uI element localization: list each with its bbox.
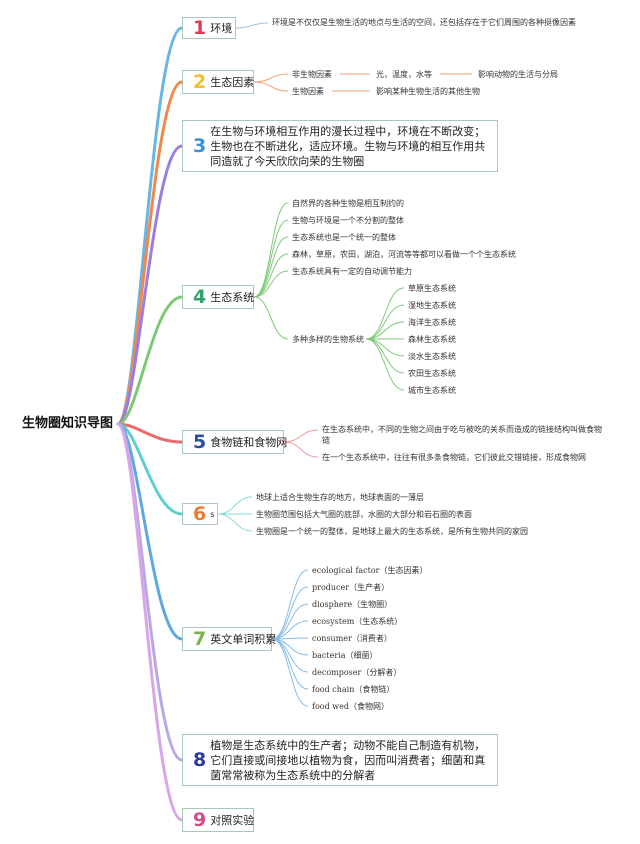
subconnector-vocabulary: [271, 603, 309, 640]
subconnector-ecosystem-types: [365, 304, 405, 340]
abiotic-factors-label: 非生物因素: [292, 70, 332, 79]
ecosystem-type: 草原生态系统: [408, 284, 456, 293]
trunk-connector-6: [116, 422, 184, 516]
environment-description: 环境是不仅仅是生物生活的地点与生活的空间，还包括存在于它们周围的各种挺像因素: [272, 18, 576, 27]
food-web-definition: 在一个生态系统中，往往有很多条食物链，它们彼此交错链接，形成食物网: [322, 453, 586, 462]
food-chain-definition: 在生态系统中，不同的生物之间由于吃与被吃的关系而造成的链接结构叫做食物链: [322, 425, 602, 445]
ecosystem-fact: 森林，草原，农田，湖泊，河流等等都可以看做一个个生态系统: [292, 250, 516, 259]
vocab-item: diosphere（生物圈）: [312, 600, 393, 609]
branch-8-producers-consumers[interactable]: 8 植物是生态系统中的生产者；动物不能自己制造有机物，它们直接或间接地以植物为食…: [182, 734, 498, 786]
branch-3-evolution-note[interactable]: 3 在生物与环境相互作用的漫长过程中，环境在不断改变；生物也在不断进化，适应环境…: [182, 120, 498, 172]
root-title: 生物圈知识导图: [22, 416, 114, 431]
branch-label: s: [210, 509, 215, 519]
branch-number: 7: [193, 627, 207, 650]
subconnector-ecosystem: [253, 219, 289, 298]
trunk-connector-9: [116, 422, 184, 822]
ecosystem-type: 森林生态系统: [408, 335, 456, 344]
subconnector-ecosystem-types: [365, 338, 405, 374]
branch-number: 2: [193, 70, 207, 93]
abiotic-factors-items: 光，温度，水等: [376, 70, 432, 79]
subconnector-biosphere: [217, 496, 253, 515]
vocab-item: ecological factor（生态因素）: [312, 566, 428, 575]
vocab-item: decomposer（分解者）: [312, 668, 402, 677]
branch-number: 8: [193, 748, 207, 771]
branch-number: 4: [193, 285, 207, 308]
subconnector-environment: [235, 22, 269, 29]
subconnector-ecosystem: [253, 296, 289, 340]
vocab-item: food chain（食物链）: [312, 685, 395, 694]
subconnector-factors: [253, 73, 289, 83]
biosphere-fact: 生物圈范围包括大气圈的底部，水圈的大部分和岩石圈的表面: [256, 510, 472, 519]
subconnector-foodweb: [283, 441, 319, 458]
ecosystem-type: 城市生态系统: [408, 386, 456, 395]
branch-number: 9: [193, 808, 207, 831]
ecosystem-fact: 生态系统也是一个统一的整体: [292, 233, 396, 242]
vocab-item: bacteria（细菌）: [312, 651, 378, 660]
branch-number: 6: [193, 502, 207, 525]
subconnector-biosphere: [217, 513, 253, 532]
subconnector-ecosystem: [253, 236, 289, 298]
ecosystem-fact: 生物与环境是一个不分割的整体: [292, 216, 404, 225]
branch-text: 在生物与环境相互作用的漫长过程中，环境在不断改变；生物也在不断进化，适应环境。生…: [210, 124, 486, 168]
biosphere-fact: 生物圈是一个统一的整体，是地球上最大的生态系统，是所有生物共同的家园: [256, 527, 528, 536]
subconnector-ecosystem-types: [365, 321, 405, 340]
biotic-factors-effect: 影响某种生物生活的其他生物: [376, 87, 480, 96]
biosphere-fact: 地球上适合生物生存的地方，地球表面的一薄层: [256, 493, 424, 502]
branch-5-food-chain-web[interactable]: 5 食物链和食物网: [182, 430, 288, 454]
ecosystem-type: 淡水生态系统: [408, 352, 456, 361]
branch-text: 植物是生态系统中的生产者；动物不能自己制造有机物，它们直接或间接地以植物为食，因…: [210, 738, 486, 782]
trunk-connector-3: [116, 144, 184, 426]
vocab-item: food wed（食物网）: [312, 702, 389, 711]
vocab-item: producer（生产者）: [312, 583, 390, 592]
branch-number: 1: [193, 16, 207, 39]
subconnector-vocabulary: [271, 638, 309, 673]
subconnector-vocabulary: [271, 638, 309, 707]
branch-label: 生态因素: [210, 76, 255, 89]
branch-number: 3: [193, 134, 207, 157]
branch-9-controlled-experiment[interactable]: 9 对照实验: [182, 808, 254, 832]
branch-7-english-vocabulary[interactable]: 7 英文单词积累: [182, 627, 276, 651]
ecosystem-type: 海洋生态系统: [408, 318, 456, 327]
branch-2-ecological-factors[interactable]: 2 生态因素: [182, 70, 254, 94]
subconnector-vocabulary: [271, 569, 309, 640]
subconnector-ecosystem: [253, 202, 289, 298]
subconnector-ecosystem: [253, 253, 289, 298]
subconnector-ecosystem-types: [365, 338, 405, 391]
ecosystem-type: 农田生态系统: [408, 369, 456, 378]
ecosystem-type: 湿地生态系统: [408, 301, 456, 310]
ecosystem-fact: 自然界的各种生物是相互制约的: [292, 199, 404, 208]
branch-label: 生态系统: [210, 291, 255, 304]
subconnector-ecosystem-types: [365, 287, 405, 340]
ecosystem-fact: 生态系统具有一定的自动调节能力: [292, 267, 412, 276]
branch-label: 食物链和食物网: [210, 436, 288, 449]
vocab-item: ecosystem（生态系统）: [312, 617, 403, 626]
branch-label: 英文单词积累: [210, 633, 277, 646]
diverse-ecosystems-label: 多种多样的生物系统: [292, 335, 364, 344]
branch-number: 5: [193, 430, 207, 453]
subconnector-ecosystem: [253, 270, 289, 298]
trunk-connector-4: [116, 295, 184, 426]
subconnector-ecosystem-types: [365, 338, 405, 357]
vocab-item: consumer（消费者）: [312, 634, 392, 643]
subconnector-factors: [253, 81, 289, 92]
branch-label: 环境: [210, 22, 233, 35]
branch-1-environment[interactable]: 1 环境: [182, 17, 236, 39]
branch-label: 对照实验: [210, 814, 255, 827]
abiotic-factors-effect: 影响动物的生活与分局: [478, 70, 558, 79]
subconnector-vocabulary: [271, 586, 309, 640]
branch-4-ecosystem[interactable]: 4 生态系统: [182, 285, 254, 309]
trunk-connector-7: [116, 422, 184, 641]
branch-6-biosphere[interactable]: 6 s: [182, 503, 218, 525]
biotic-factors-label: 生物因素: [292, 87, 324, 96]
subconnector-foodweb: [283, 429, 319, 443]
